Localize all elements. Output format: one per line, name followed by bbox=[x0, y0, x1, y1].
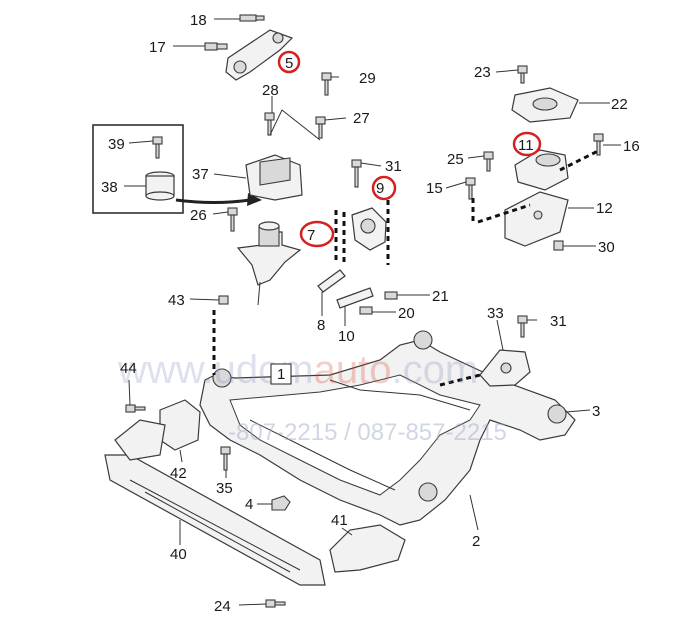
bracket-42 bbox=[159, 399, 201, 451]
link-8 bbox=[317, 269, 346, 293]
callout-43: 43 bbox=[168, 292, 185, 309]
bolt-31-lower bbox=[517, 315, 528, 338]
bolt-16 bbox=[593, 133, 604, 156]
callout-2: 2 bbox=[472, 533, 480, 550]
highlight-5 bbox=[277, 50, 301, 74]
callout-15: 15 bbox=[426, 180, 443, 197]
callout-31-upper: 31 bbox=[385, 158, 402, 175]
bracket-33 bbox=[479, 349, 531, 387]
bushing-38 bbox=[145, 171, 175, 201]
callout-17: 17 bbox=[149, 39, 166, 56]
arrow-head bbox=[247, 193, 262, 206]
callout-29: 29 bbox=[359, 70, 376, 87]
torque-rod-5 bbox=[225, 29, 294, 81]
callout-24: 24 bbox=[214, 598, 231, 615]
callout-30: 30 bbox=[598, 239, 615, 256]
callout-28: 28 bbox=[262, 82, 279, 99]
bolt-39 bbox=[152, 136, 163, 159]
bolt-44 bbox=[125, 404, 146, 413]
callout-38: 38 bbox=[101, 179, 118, 196]
callout-labels: 18 17 5 29 28 27 31 9 39 38 37 26 7 23 2… bbox=[101, 12, 640, 615]
highlight-circles bbox=[277, 50, 542, 248]
bolt-28 bbox=[264, 112, 275, 136]
bolt-24 bbox=[265, 599, 286, 608]
bolt-15 bbox=[465, 177, 476, 200]
callout-9: 9 bbox=[376, 180, 384, 197]
bracket-22 bbox=[511, 87, 579, 123]
callout-8: 8 bbox=[317, 317, 325, 334]
callout-27: 27 bbox=[353, 110, 370, 127]
callout-3: 3 bbox=[592, 403, 600, 420]
link-10 bbox=[336, 287, 374, 309]
mount-11 bbox=[514, 149, 569, 191]
callout-1-box bbox=[270, 363, 292, 385]
callout-39: 39 bbox=[108, 136, 125, 153]
callout-35: 35 bbox=[216, 480, 233, 497]
bracket-41 bbox=[329, 524, 406, 573]
callout-37: 37 bbox=[192, 166, 209, 183]
callout-1: 1 bbox=[277, 366, 285, 383]
callout-33: 33 bbox=[487, 305, 504, 322]
bolt-21 bbox=[384, 291, 398, 300]
callout-18: 18 bbox=[190, 12, 207, 29]
callout-26: 26 bbox=[190, 207, 207, 224]
nut-30 bbox=[553, 240, 564, 251]
engine-mount-7 bbox=[236, 221, 302, 286]
callout-44: 44 bbox=[120, 360, 137, 377]
bolt-27 bbox=[315, 116, 326, 139]
callout-23: 23 bbox=[474, 64, 491, 81]
bolt-23 bbox=[517, 65, 528, 84]
bolt-18 bbox=[239, 14, 265, 22]
leader-lines bbox=[124, 18, 621, 606]
callout-40: 40 bbox=[170, 546, 187, 563]
inset-box bbox=[92, 124, 184, 214]
bracket-37 bbox=[245, 154, 303, 201]
callout-10: 10 bbox=[338, 328, 355, 345]
callout-25: 25 bbox=[447, 151, 464, 168]
highlight-11 bbox=[512, 131, 542, 157]
highlight-9 bbox=[371, 175, 397, 201]
watermark-line-1: www.udomauto.com bbox=[117, 348, 478, 392]
callout-11: 11 bbox=[518, 137, 534, 154]
watermark-line-2: -807-2215 / 087-857-2215 bbox=[228, 419, 507, 446]
callout-22: 22 bbox=[611, 96, 628, 113]
bolt-29 bbox=[321, 72, 332, 96]
callout-41: 41 bbox=[331, 512, 348, 529]
callout-20: 20 bbox=[398, 305, 415, 322]
callout-7: 7 bbox=[307, 227, 315, 244]
highlight-7 bbox=[299, 220, 335, 248]
mount-bracket-9 bbox=[351, 207, 387, 251]
bolt-25 bbox=[483, 151, 494, 172]
bolt-20 bbox=[359, 306, 373, 315]
callout-16: 16 bbox=[623, 138, 640, 155]
callout-4: 4 bbox=[245, 496, 253, 513]
callout-21: 21 bbox=[432, 288, 449, 305]
bracket-12 bbox=[504, 191, 569, 247]
callout-5: 5 bbox=[285, 55, 293, 72]
callout-31-lower: 31 bbox=[550, 313, 567, 330]
callout-42: 42 bbox=[170, 465, 187, 482]
bolt-17 bbox=[204, 42, 228, 51]
bolt-43 bbox=[218, 295, 229, 305]
bolt-35 bbox=[220, 446, 231, 471]
arrow-line bbox=[175, 198, 251, 204]
bolt-31-upper bbox=[351, 159, 362, 188]
bracket-42-lower bbox=[114, 419, 166, 461]
subframe-1 bbox=[199, 330, 576, 526]
bolt-26 bbox=[227, 207, 238, 232]
callout-12: 12 bbox=[596, 200, 613, 217]
nut-4 bbox=[271, 495, 291, 511]
